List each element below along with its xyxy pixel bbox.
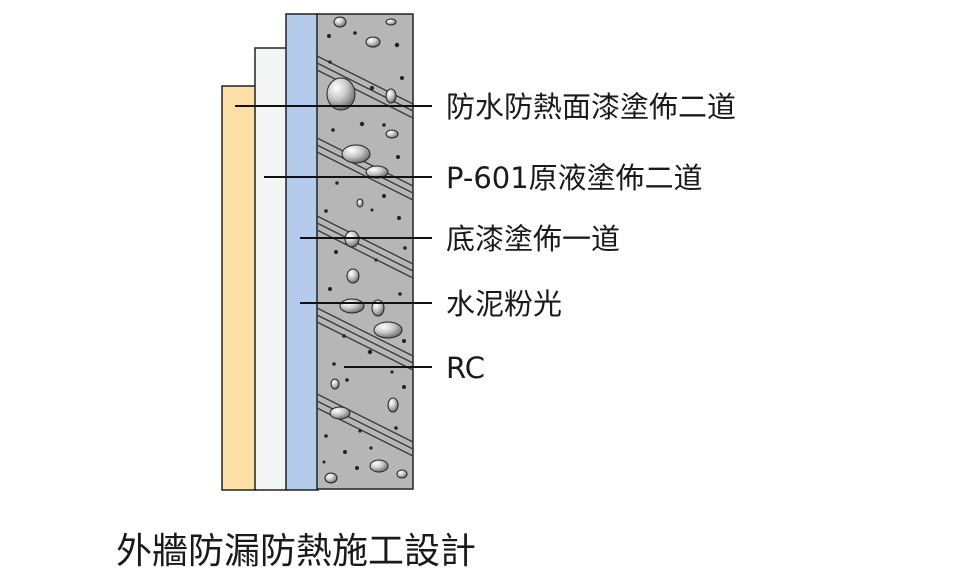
layer-primer-coat bbox=[285, 13, 319, 491]
rc-wall bbox=[316, 13, 414, 490]
label-finish-coat: 防水防熱面漆塗佈二道 bbox=[446, 90, 736, 124]
leader-lines bbox=[235, 105, 432, 368]
label-rc-wall: RC bbox=[446, 351, 485, 385]
label-cement-plaster: 水泥粉光 bbox=[446, 287, 562, 321]
label-p601-coat: P-601原液塗佈二道 bbox=[446, 161, 703, 195]
label-primer-coat: 底漆塗佈一道 bbox=[446, 222, 620, 256]
diagram-title: 外牆防漏防熱施工設計 bbox=[116, 531, 476, 572]
layer-finish-coat bbox=[221, 85, 257, 491]
aggregate-specks bbox=[322, 31, 407, 470]
layer-p601-coat bbox=[254, 47, 288, 491]
